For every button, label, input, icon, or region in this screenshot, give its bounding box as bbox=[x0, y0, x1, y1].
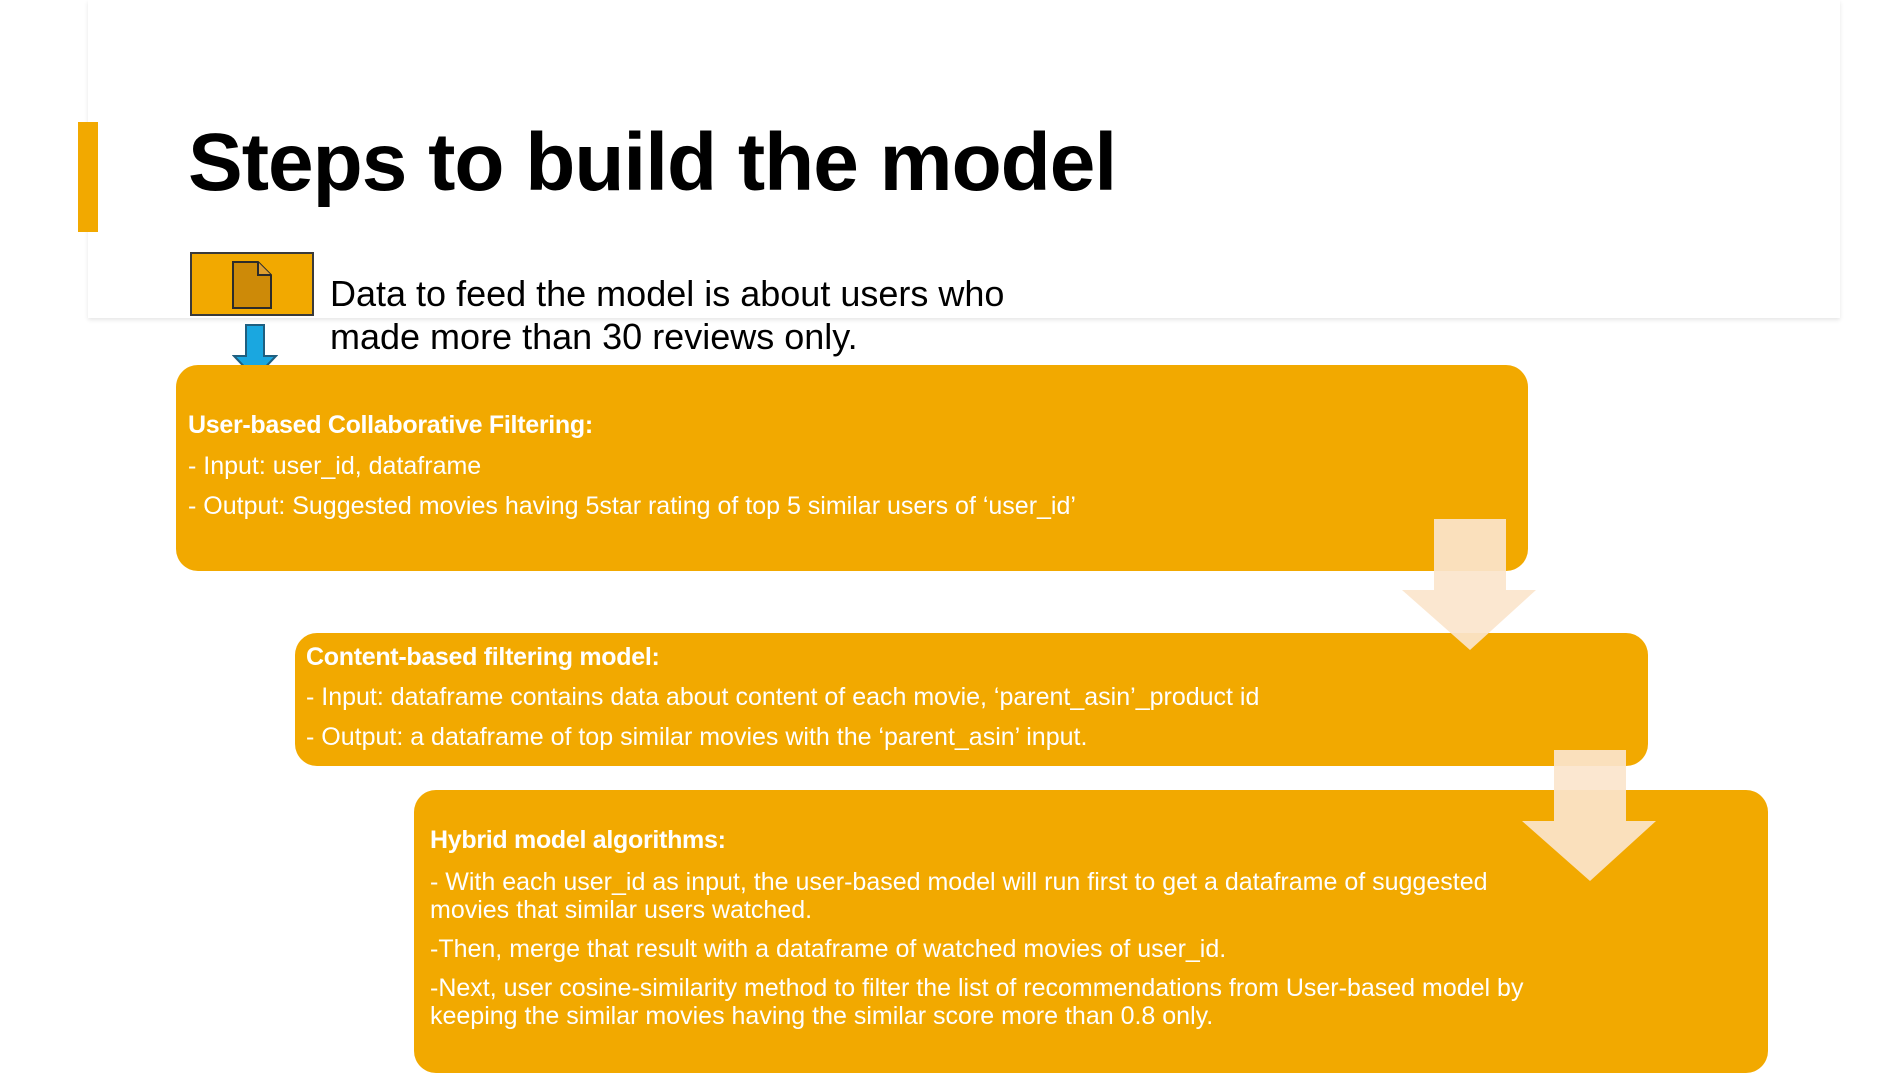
intro-line-2: made more than 30 reviews only. bbox=[330, 316, 858, 357]
step-line: - Input: user_id, dataframe bbox=[188, 452, 482, 480]
slide-title: Steps to build the model bbox=[188, 117, 1117, 208]
intro-text: Data to feed the model is about users wh… bbox=[330, 272, 1090, 358]
step-line: - Output: Suggested movies having 5star … bbox=[188, 492, 1076, 520]
step-line: - With each user_id as input, the user-b… bbox=[430, 868, 1488, 924]
step-line: - Output: a dataframe of top similar mov… bbox=[306, 723, 1088, 751]
flow-arrow-icon bbox=[1522, 750, 1656, 881]
step-line: - Input: dataframe contains data about c… bbox=[306, 683, 1260, 711]
title-accent-bar bbox=[78, 122, 98, 232]
step-heading: Hybrid model algorithms: bbox=[430, 826, 726, 854]
step-heading: User-based Collaborative Filtering: bbox=[188, 411, 593, 439]
step-line: -Then, merge that result with a datafram… bbox=[430, 935, 1227, 963]
step-heading: Content-based filtering model: bbox=[306, 643, 660, 671]
flow-arrow-icon bbox=[1402, 519, 1536, 650]
step-user-based-cf: User-based Collaborative Filtering: - In… bbox=[176, 365, 1528, 571]
intro-line-1: Data to feed the model is about users wh… bbox=[330, 273, 1005, 314]
title-card bbox=[88, 0, 1840, 318]
step-content-based: Content-based filtering model: - Input: … bbox=[295, 633, 1648, 766]
step-line: -Next, user cosine-similarity method to … bbox=[430, 974, 1524, 1030]
data-source-box bbox=[190, 252, 314, 316]
document-icon bbox=[232, 261, 272, 309]
